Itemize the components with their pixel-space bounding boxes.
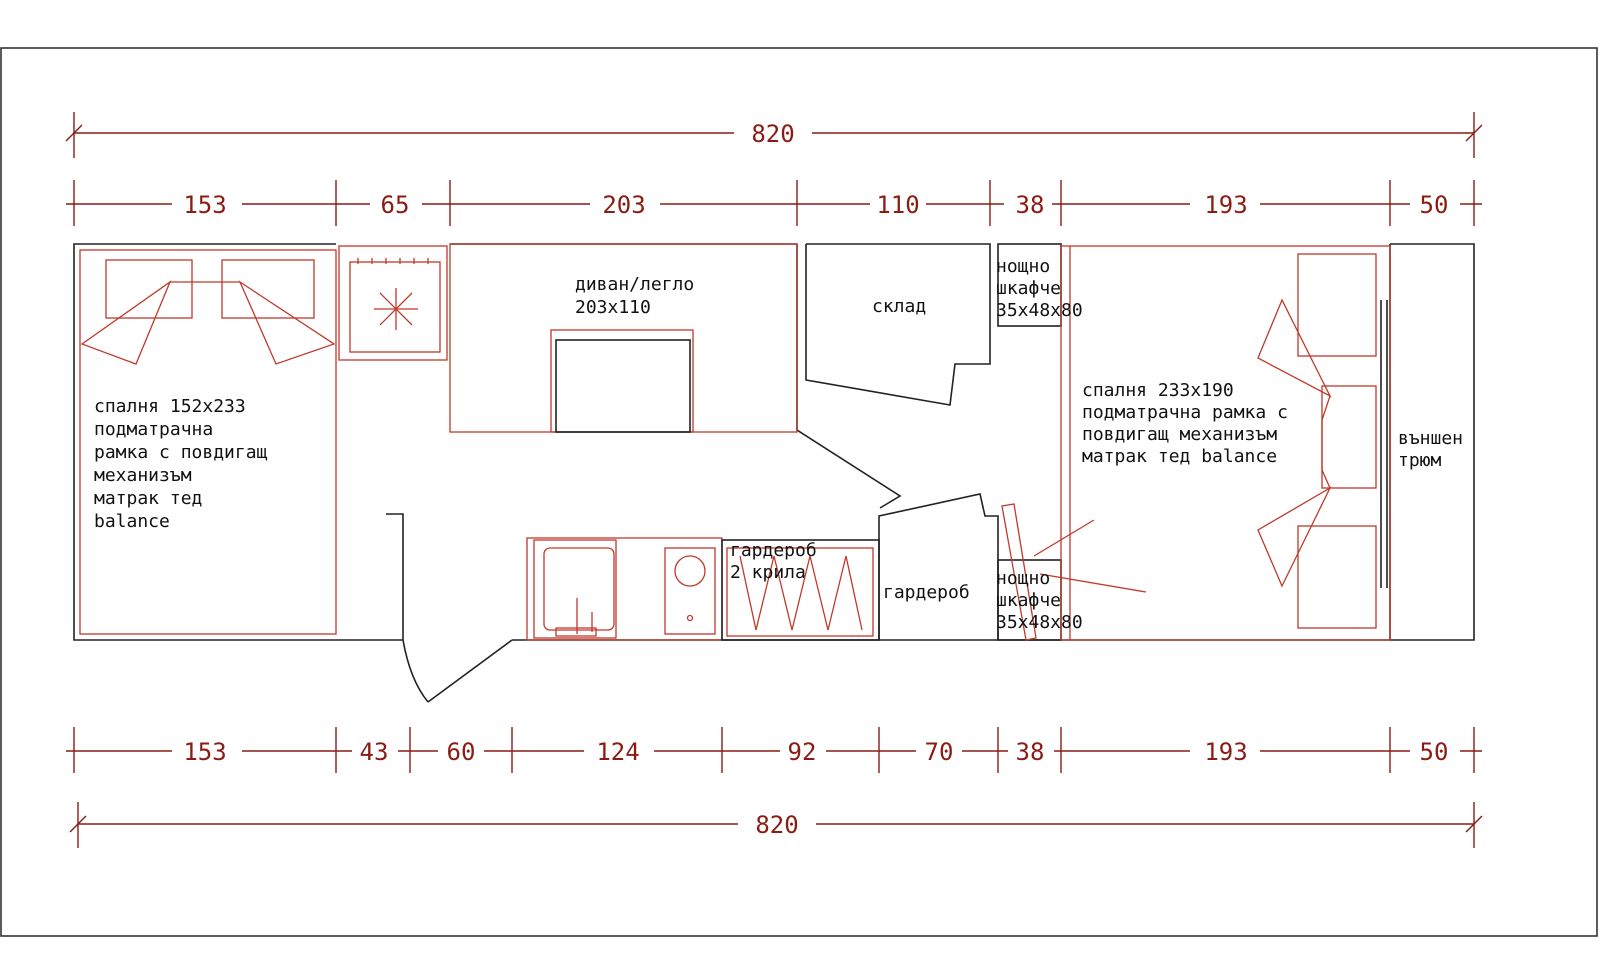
wardrobe-two-doors	[721, 539, 880, 641]
dim-bottom-153: 153	[183, 738, 226, 766]
dim-bottom-50: 50	[1420, 738, 1449, 766]
dim-top-110: 110	[876, 191, 919, 219]
left-bed	[79, 249, 337, 635]
nightstand-bottom-label: нощно шкафче 35х48х80	[996, 568, 1083, 633]
dim-bottom-124: 124	[596, 738, 639, 766]
room-labels: спалня 152х233 подматрачна рамка с повди…	[94, 256, 1474, 633]
sofa-label: диван/легло 203х110	[575, 274, 705, 318]
right-bed	[1060, 245, 1391, 641]
dim-top-65: 65	[381, 191, 410, 219]
dim-bottom-ticks	[73, 727, 1475, 773]
furniture	[79, 243, 1391, 641]
dim-top-193: 193	[1204, 191, 1247, 219]
dim-top-total: 820	[751, 120, 794, 148]
dim-bottom-total: 820	[755, 811, 798, 839]
dim-bottom-70: 70	[925, 738, 954, 766]
dim-bottom-38: 38	[1016, 738, 1045, 766]
dim-top-ticks	[73, 180, 1475, 226]
wardrobe-two-label: гардероб 2 крила	[730, 540, 828, 583]
hob-cabinet	[338, 245, 448, 361]
dim-bottom-60: 60	[447, 738, 476, 766]
dimension-lines: 820 153 65 203 110 38 193 50	[65, 112, 1483, 848]
dim-top-38: 38	[1016, 191, 1045, 219]
dim-bottom-193: 193	[1204, 738, 1247, 766]
dim-top-50: 50	[1420, 191, 1449, 219]
dim-bottom-43: 43	[360, 738, 389, 766]
nightstand-top-label: нощно шкафче 35х48х80	[996, 256, 1083, 321]
dim-top-153: 153	[183, 191, 226, 219]
bedroom-right-label: спалня 233х190 подматрачна рамка с повди…	[1082, 380, 1299, 467]
dim-bottom-92: 92	[788, 738, 817, 766]
wardrobe-label: гардероб	[883, 582, 970, 603]
drawing-frame	[0, 47, 1598, 937]
outer-hold-label: външен трюм	[1398, 428, 1474, 471]
walls	[73, 243, 1475, 703]
sofa-bed	[449, 243, 798, 433]
storage-label: склад	[872, 296, 926, 317]
dim-top-203: 203	[602, 191, 645, 219]
kitchen-counter	[526, 537, 723, 641]
bedroom-left-label: спалня 152х233 подматрачна рамка с повди…	[94, 396, 278, 532]
